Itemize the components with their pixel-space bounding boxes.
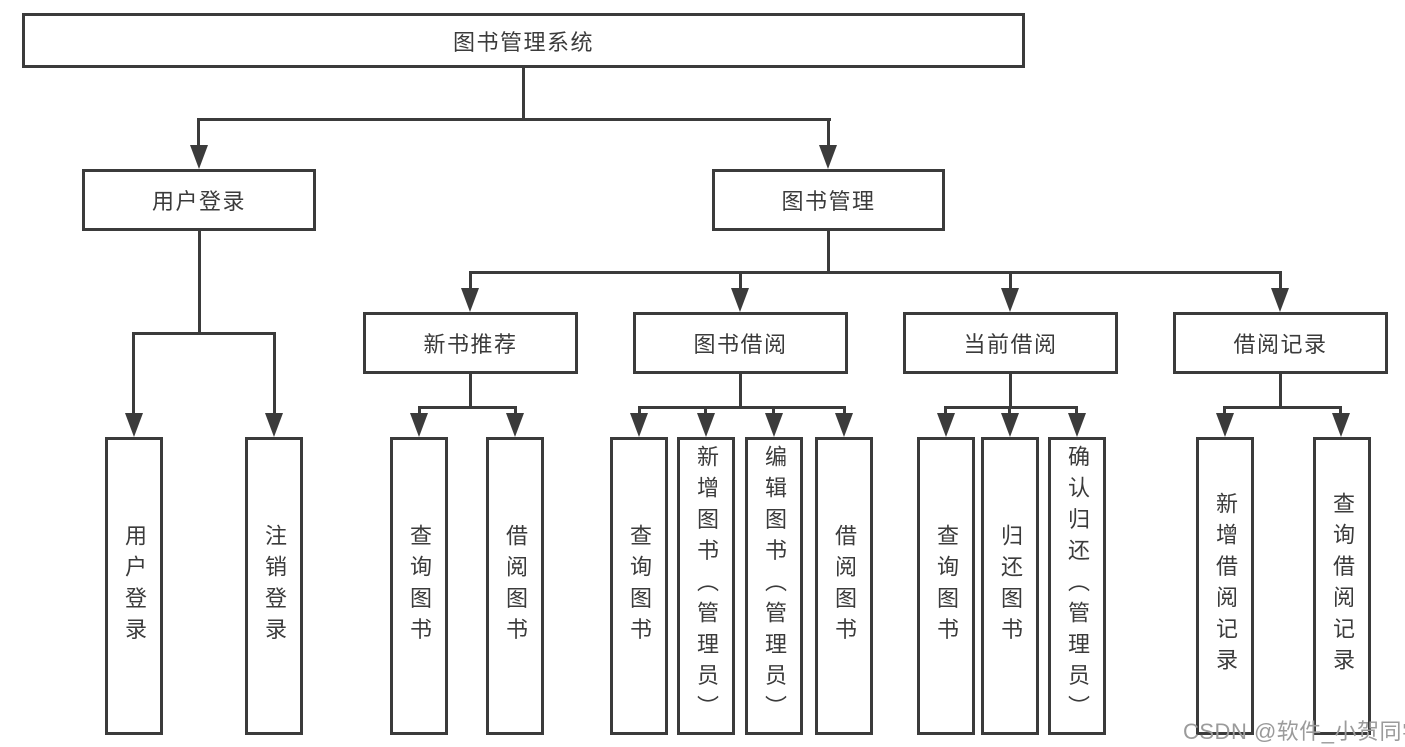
leaf-borrow-books: 借阅图书	[815, 437, 873, 735]
arrowhead-down	[506, 413, 524, 437]
connector-line	[418, 406, 421, 415]
arrowhead-down	[1271, 288, 1289, 312]
connector-line	[1223, 406, 1226, 415]
connector-line	[827, 231, 830, 273]
connector-line	[522, 68, 525, 120]
connector-line	[1008, 406, 1011, 415]
connector-line	[198, 231, 201, 334]
connector-line	[1009, 374, 1012, 408]
leaf-label: 借阅图书	[503, 523, 528, 649]
node-user-login: 用户登录	[82, 169, 316, 231]
connector-line	[843, 406, 846, 415]
arrowhead-down	[410, 413, 428, 437]
leaf-add-borrow-record: 新增借阅记录	[1196, 437, 1254, 735]
connector-line	[1009, 271, 1012, 292]
connector-line	[132, 332, 135, 415]
node-book-management: 图书管理	[712, 169, 945, 231]
leaf-query-books-recommend: 查询图书	[390, 437, 448, 735]
connector-line	[1339, 406, 1342, 415]
arrowhead-down	[835, 413, 853, 437]
connector-line	[1223, 406, 1342, 409]
leaf-borrow-books-recommend: 借阅图书	[486, 437, 544, 735]
node-label: 图书管理系统	[452, 29, 594, 55]
node-borrowing-records: 借阅记录	[1173, 312, 1388, 374]
arrowhead-down	[1216, 413, 1234, 437]
node-label: 借阅记录	[1233, 332, 1328, 357]
connector-line	[1279, 374, 1282, 408]
arrowhead-down	[461, 288, 479, 312]
node-new-book-recommendation: 新书推荐	[363, 312, 578, 374]
node-book-borrowing: 图书借阅	[633, 312, 848, 374]
node-label: 图书管理	[781, 189, 876, 214]
connector-line	[704, 406, 707, 415]
connector-line	[1075, 406, 1078, 415]
connector-line	[827, 118, 830, 149]
node-library-management-system: 图书管理系统	[22, 13, 1025, 68]
connector-line	[469, 374, 472, 408]
arrowhead-down	[1068, 413, 1086, 437]
leaf-label: 借阅图书	[832, 523, 857, 649]
arrowhead-down	[1332, 413, 1350, 437]
leaf-label: 查询图书	[934, 523, 959, 649]
connector-line	[638, 406, 846, 409]
leaf-label: 新增图书（管理员）	[694, 445, 719, 727]
leaf-label: 确认归还（管理员）	[1065, 445, 1090, 727]
arrowhead-down	[125, 413, 143, 437]
leaf-label: 新增借阅记录	[1213, 492, 1238, 680]
leaf-query-borrow-record: 查询借阅记录	[1313, 437, 1371, 735]
arrowhead-down	[1001, 288, 1019, 312]
node-current-borrowing: 当前借阅	[903, 312, 1118, 374]
leaf-label: 编辑图书（管理员）	[762, 445, 787, 727]
leaf-query-books-current: 查询图书	[917, 437, 975, 735]
leaf-label: 归还图书	[998, 523, 1023, 649]
connector-line	[197, 118, 831, 121]
connector-line	[469, 271, 472, 292]
arrowhead-down	[731, 288, 749, 312]
leaf-label: 查询图书	[407, 523, 432, 649]
leaf-confirm-return-admin: 确认归还（管理员）	[1048, 437, 1106, 735]
arrowhead-down	[265, 413, 283, 437]
arrowhead-down	[190, 145, 208, 169]
arrowhead-down	[819, 145, 837, 169]
connector-line	[273, 332, 276, 415]
leaf-logout-login: 注销登录	[245, 437, 303, 735]
connector-line	[638, 406, 641, 415]
node-label: 用户登录	[151, 189, 246, 214]
leaf-label: 注销登录	[262, 523, 287, 649]
connector-line	[197, 118, 200, 149]
leaf-add-books-admin: 新增图书（管理员）	[677, 437, 735, 735]
leaf-return-books: 归还图书	[981, 437, 1039, 735]
connector-line	[418, 406, 517, 409]
connector-line	[739, 374, 742, 408]
connector-line	[514, 406, 517, 415]
node-label: 新书推荐	[423, 332, 518, 357]
leaf-label: 查询借阅记录	[1330, 492, 1355, 680]
connector-line	[132, 332, 276, 335]
arrowhead-down	[630, 413, 648, 437]
leaf-label: 查询图书	[627, 523, 652, 649]
arrowhead-down	[1001, 413, 1019, 437]
node-label: 当前借阅	[963, 332, 1058, 357]
arrowhead-down	[697, 413, 715, 437]
leaf-user-login: 用户登录	[105, 437, 163, 735]
connector-line	[469, 271, 1282, 274]
arrowhead-down	[765, 413, 783, 437]
leaf-query-books-borrow: 查询图书	[610, 437, 668, 735]
leaf-label: 用户登录	[122, 523, 147, 649]
arrowhead-down	[937, 413, 955, 437]
csdn-watermark: CSDN @软件_小贺同学	[1183, 719, 1405, 744]
connector-line	[1279, 271, 1282, 292]
leaf-edit-books-admin: 编辑图书（管理员）	[745, 437, 803, 735]
connector-line	[772, 406, 775, 415]
connector-line	[944, 406, 1078, 409]
node-label: 图书借阅	[693, 332, 788, 357]
connector-line	[944, 406, 947, 415]
connector-line	[739, 271, 742, 292]
